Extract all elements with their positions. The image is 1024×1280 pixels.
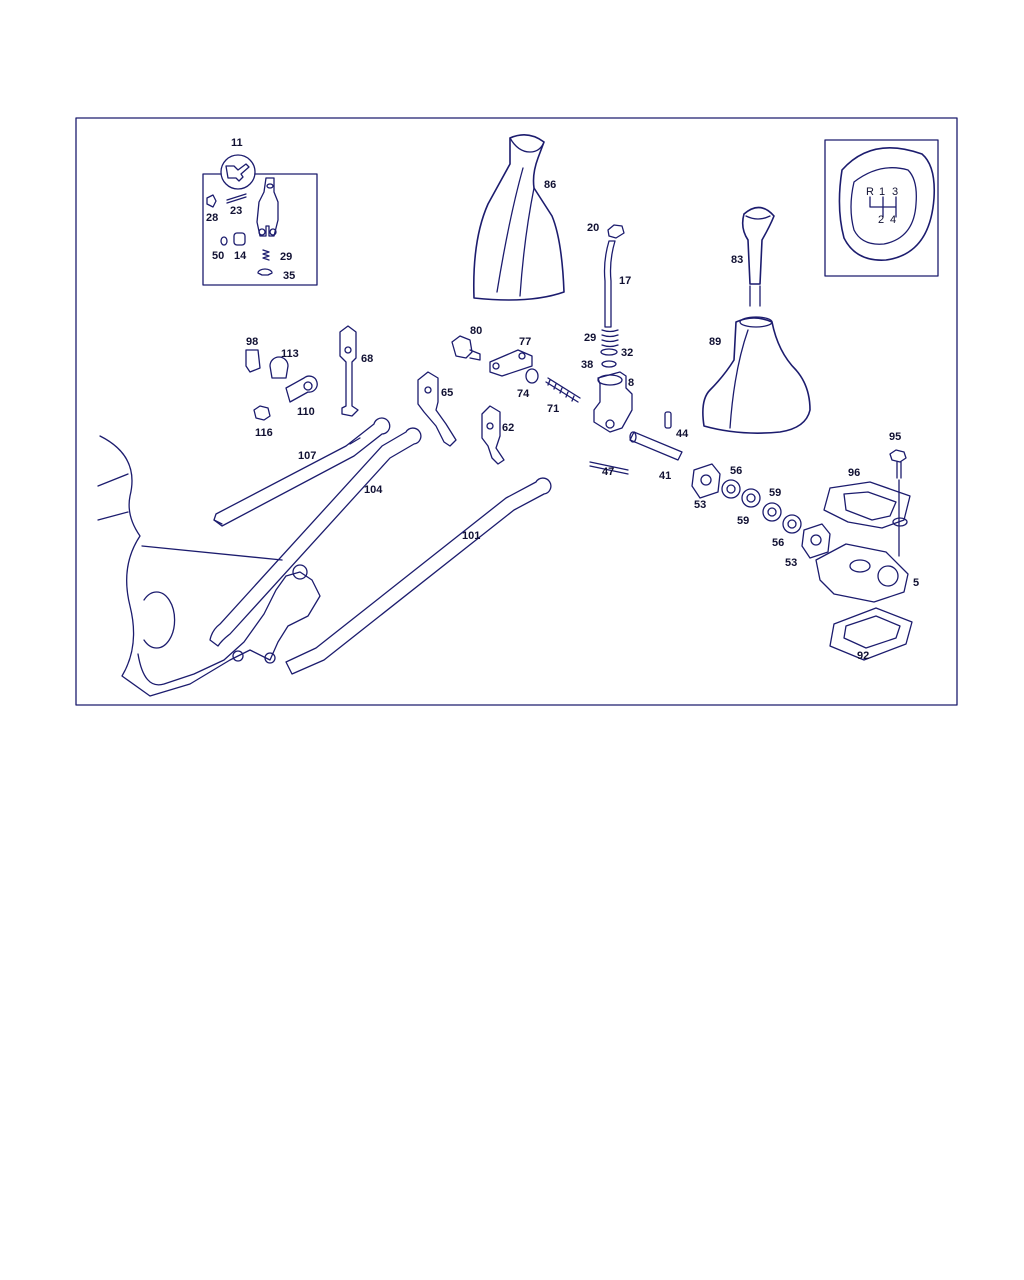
label-65: 65 — [441, 387, 453, 399]
transmission-housing — [97, 435, 321, 697]
label-86: 86 — [544, 179, 556, 191]
wrench-icon — [220, 154, 256, 190]
lever-68 — [339, 325, 359, 417]
shift-boot-86 — [472, 134, 565, 301]
lever-62 — [481, 405, 505, 465]
label-5: 5 — [913, 577, 919, 589]
label-71: 71 — [547, 403, 559, 415]
label-56-upper: 56 — [730, 465, 742, 477]
label-59-lower: 59 — [737, 515, 749, 527]
label-38: 38 — [581, 359, 593, 371]
label-92: 92 — [857, 650, 869, 662]
label-107: 107 — [298, 450, 316, 462]
label-23: 23 — [230, 205, 242, 217]
rod-101 — [285, 477, 552, 675]
label-32: 32 — [621, 347, 633, 359]
label-83: 83 — [731, 254, 743, 266]
part-labels: 11 23 28 50 14 29 35 86 20 17 29 32 38 8… — [206, 137, 919, 662]
label-56-lower: 56 — [772, 537, 784, 549]
gear-knob-83 — [741, 206, 775, 307]
label-80: 80 — [470, 325, 482, 337]
shift-pos-r: R — [866, 186, 874, 198]
label-47: 47 — [602, 466, 614, 478]
diagram-frame — [75, 117, 958, 706]
shift-boot-89 — [702, 316, 811, 434]
label-29: 29 — [584, 332, 596, 344]
label-17: 17 — [619, 275, 631, 287]
shift-lever-stack — [593, 224, 633, 433]
rod-107 — [213, 417, 391, 527]
label-11: 11 — [231, 137, 243, 149]
gasket-92 — [829, 607, 913, 661]
label-44: 44 — [676, 428, 689, 440]
shift-pos-4: 4 — [890, 214, 896, 226]
label-28: 28 — [206, 212, 218, 224]
label-53-lower: 53 — [785, 557, 797, 569]
shifter-housing-5 — [815, 543, 909, 603]
parts-80-77-74-71 — [451, 335, 581, 403]
label-53-upper: 53 — [694, 499, 706, 511]
label-29-inset: 29 — [280, 251, 292, 263]
pins-44-47-41 — [589, 411, 683, 475]
bolt-95 — [889, 449, 907, 557]
bracket-96 — [823, 481, 911, 529]
label-20: 20 — [587, 222, 599, 234]
label-50: 50 — [212, 250, 224, 262]
label-59-upper: 59 — [769, 487, 781, 499]
label-110: 110 — [297, 406, 315, 418]
label-35: 35 — [283, 270, 295, 282]
label-41: 41 — [659, 470, 671, 482]
label-98: 98 — [246, 336, 258, 348]
lever-65 — [417, 371, 457, 447]
inset-box-11 — [202, 154, 318, 286]
washer-chain — [691, 463, 831, 559]
label-8: 8 — [628, 377, 634, 389]
label-77: 77 — [519, 336, 531, 348]
shift-pos-1: 1 — [879, 186, 885, 198]
label-95: 95 — [889, 431, 901, 443]
label-96: 96 — [848, 467, 860, 479]
label-68: 68 — [361, 353, 373, 365]
shift-pos-3: 3 — [892, 186, 898, 198]
label-62: 62 — [502, 422, 514, 434]
shift-pos-2: 2 — [878, 214, 884, 226]
label-101: 101 — [462, 530, 480, 542]
label-74: 74 — [517, 388, 530, 400]
label-116: 116 — [255, 427, 273, 439]
label-89: 89 — [709, 336, 721, 348]
parts-98-113-110-116 — [245, 349, 318, 421]
label-113: 113 — [281, 348, 299, 360]
rod-104 — [209, 427, 422, 647]
label-104: 104 — [364, 484, 383, 496]
label-14: 14 — [234, 250, 247, 262]
shift-pattern-inset: R 1 3 2 4 — [824, 139, 939, 277]
